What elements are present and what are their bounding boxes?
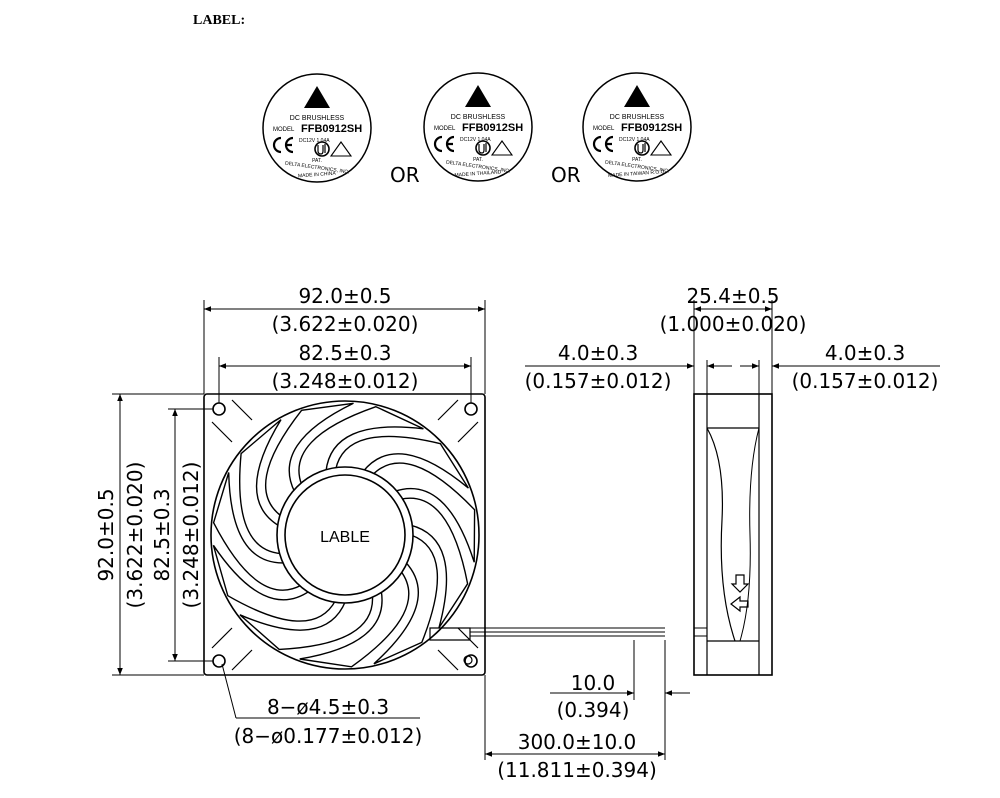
fan-opening: [210, 400, 480, 670]
dim-flange-left: 4.0±0.3: [558, 341, 638, 365]
svg-text:FFB0912SH: FFB0912SH: [621, 122, 682, 134]
dim-flange-right: 4.0±0.3: [825, 341, 905, 365]
ce-mark-icon: [592, 135, 614, 153]
svg-text:PAT.: PAT.: [312, 158, 322, 164]
fan-frame-outline: [203, 393, 486, 676]
svg-text:DC BRUSHLESS: DC BRUSHLESS: [610, 114, 665, 121]
dim-width-outer-in: (3.622±0.020): [272, 312, 419, 336]
airflow-arrow-icon: [730, 574, 750, 593]
fan-blade: [298, 405, 424, 487]
fan-blade: [373, 534, 439, 665]
dim-depth: 25.4±0.5: [686, 284, 779, 308]
dim-strip: 10.0: [571, 671, 616, 695]
fan-hub-ring: [284, 474, 406, 596]
side-outline: [693, 393, 773, 676]
svg-text:MADE IN CHINA: MADE IN CHINA: [298, 171, 337, 180]
tuv-mark-icon: [649, 140, 673, 156]
tuv-mark-icon: [490, 140, 514, 156]
label-heading: LABEL:: [193, 13, 245, 28]
delta-logo-icon: [465, 85, 491, 107]
svg-text:FFB0912SH: FFB0912SH: [301, 123, 362, 135]
dim-depth-in: (1.000±0.020): [660, 312, 807, 336]
dim-height-outer: 92.0±0.5: [94, 488, 118, 581]
dim-height-hole: 82.5±0.3: [150, 488, 174, 581]
fan-blade: [239, 419, 283, 555]
cable-strain-relief: [429, 627, 471, 641]
fan-blade: [264, 402, 354, 518]
svg-text:DC12V 1.04A: DC12V 1.04A: [460, 137, 491, 143]
svg-text:PAT.: PAT.: [473, 157, 483, 163]
fan-blade: [371, 462, 476, 563]
svg-text:DC12V 1.04A: DC12V 1.04A: [619, 137, 650, 143]
hub-label: LABLE: [320, 529, 370, 546]
svg-text:DC12V 1.04A: DC12V 1.04A: [299, 138, 330, 144]
fan-blade: [212, 544, 337, 622]
dim-strip-in: (0.394): [557, 698, 630, 722]
label-badge-2: DC BRUSHLESS MODEL FFB0912SH DC12V 1.04A…: [423, 72, 533, 182]
fan-front-view: [203, 393, 486, 676]
rotation-arrow-icon: [730, 595, 749, 613]
dim-width-outer: 92.0±0.5: [298, 284, 391, 308]
svg-text:MODEL: MODEL: [593, 126, 615, 132]
dim-width-hole-in: (3.248±0.012): [272, 369, 419, 393]
ce-mark-icon: [272, 136, 294, 154]
fan-blade: [334, 435, 469, 489]
label-badge-3: DC BRUSHLESS MODEL FFB0912SH DC12V 1.04A…: [582, 72, 692, 182]
fan-blade: [299, 569, 410, 668]
or-text-1: OR: [390, 163, 420, 187]
fan-blade: [239, 594, 374, 651]
mounting-hole: [464, 402, 478, 416]
svg-text:FFB0912SH: FFB0912SH: [462, 122, 523, 134]
svg-text:PAT.: PAT.: [632, 157, 642, 163]
svg-text:MADE IN TAIWAN R.O.C.: MADE IN TAIWAN R.O.C.: [608, 169, 666, 179]
ul-mark-icon: [475, 140, 491, 156]
mounting-hole: [212, 402, 226, 416]
dim-flange-left-in: (0.157±0.012): [525, 369, 672, 393]
or-text-2: OR: [551, 163, 581, 187]
dim-height-outer-in: (3.622±0.020): [123, 462, 147, 609]
dim-flange-right-in: (0.157±0.012): [792, 369, 939, 393]
mounting-hole: [464, 654, 478, 668]
svg-text:MADE IN THAILAND: MADE IN THAILAND: [454, 169, 502, 178]
fan-blades: [212, 402, 476, 668]
svg-text:MODEL: MODEL: [434, 126, 456, 132]
svg-text:DC BRUSHLESS: DC BRUSHLESS: [290, 115, 345, 122]
dim-lead: 300.0±10.0: [518, 730, 637, 754]
mounting-hole: [212, 654, 226, 668]
dim-width-hole: 82.5±0.3: [298, 341, 391, 365]
fan-blade: [212, 472, 303, 591]
ul-mark-icon: [314, 141, 330, 157]
label-badge-1: DC BRUSHLESS MODEL FFB0912SH DC12V 1.04A…: [262, 73, 372, 183]
ce-mark-icon: [433, 135, 455, 153]
ul-mark-icon: [634, 140, 650, 156]
svg-text:MODEL: MODEL: [273, 127, 295, 133]
fan-side-view: [693, 393, 773, 676]
delta-logo-icon: [304, 86, 330, 108]
svg-text:DC BRUSHLESS: DC BRUSHLESS: [451, 114, 506, 121]
hole-leader: [221, 663, 237, 719]
delta-logo-icon: [624, 85, 650, 107]
tuv-mark-icon: [329, 141, 353, 157]
lead-wires: [470, 627, 665, 637]
dim-hole-diameter: 8−ø4.5±0.3: [267, 695, 389, 719]
dim-height-hole-in: (3.248±0.012): [179, 462, 203, 609]
dim-lead-in: (11.811±0.394): [497, 758, 657, 782]
fan-hub: [276, 466, 414, 604]
dim-hole-diameter-in: (8−ø0.177±0.012): [234, 724, 423, 748]
